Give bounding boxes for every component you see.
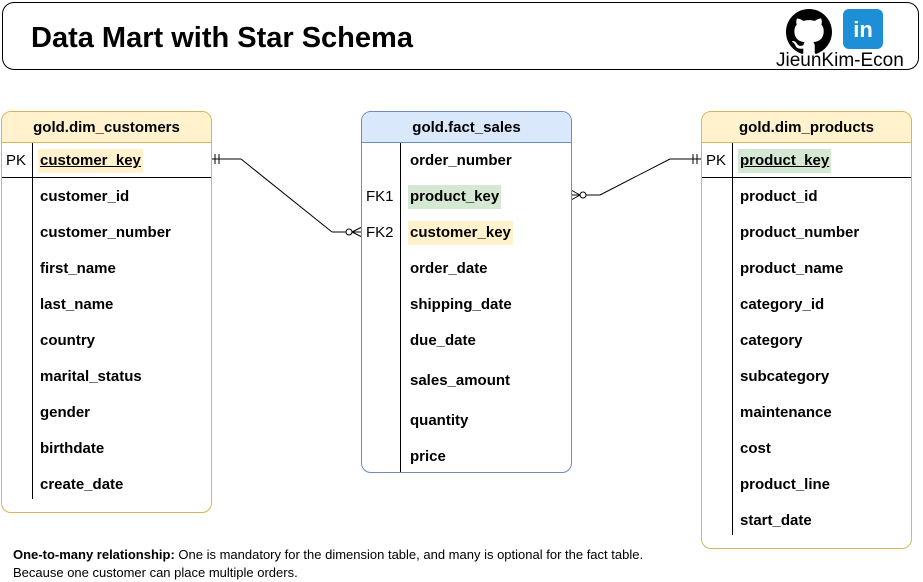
field-name: first_name (40, 260, 116, 277)
fk1-row[interactable]: FK1 product_key (362, 185, 571, 209)
table-title: gold.fact_sales (362, 112, 571, 143)
list-item: price (362, 445, 571, 469)
list-item: order_date (362, 257, 571, 281)
customer-key-field: customer_key (38, 149, 143, 173)
list-item: cost (702, 437, 911, 461)
list-item: product_line (702, 473, 911, 497)
table-title: gold.dim_products (702, 112, 911, 143)
list-item: due_date (362, 329, 571, 353)
fk2-row[interactable]: FK2 customer_key (362, 221, 571, 245)
field-name: gender (40, 404, 91, 421)
field-name: birthdate (40, 440, 105, 457)
field-name: start_date (740, 512, 812, 529)
list-item: first_name (2, 257, 211, 281)
dim-customers-table[interactable]: gold.dim_customers PK customer_key custo… (1, 111, 212, 513)
field-name: product_id (740, 188, 818, 205)
column-divider (732, 143, 733, 535)
pk-separator (702, 177, 911, 178)
field-name: order_date (410, 260, 488, 277)
list-item: country (2, 329, 211, 353)
list-item: product_id (702, 185, 911, 209)
field-name: customer_number (40, 224, 171, 241)
column-divider (32, 143, 33, 499)
field-name: sales_amount (410, 372, 511, 389)
footnote-text: One is mandatory for the dimension table… (13, 547, 644, 580)
dim-products-table[interactable]: gold.dim_products PK product_key product… (701, 111, 912, 549)
field-name: quantity (410, 412, 469, 429)
list-item: last_name (2, 293, 211, 317)
list-item: product_name (702, 257, 911, 281)
field-name: product_name (740, 260, 844, 277)
list-item: category (702, 329, 911, 353)
list-item: category_id (702, 293, 911, 317)
list-item: order_number (362, 149, 571, 173)
fk2-label: FK2 (366, 224, 394, 241)
list-item: quantity (362, 409, 571, 433)
list-item: product_number (702, 221, 911, 245)
pk-label: PK (6, 152, 27, 169)
table-title: gold.dim_customers (2, 112, 211, 143)
github-icon[interactable] (786, 9, 832, 55)
field-name: maintenance (740, 404, 832, 421)
page-title: Data Mart with Star Schema (31, 22, 413, 54)
list-item: marital_status (2, 365, 211, 389)
footnote: One-to-many relationship: One is mandato… (13, 546, 673, 582)
field-name: category (740, 332, 803, 349)
pk-row[interactable]: PK product_key (702, 149, 911, 173)
field-name: product_line (740, 476, 831, 493)
list-item: create_date (2, 473, 211, 497)
field-name: cost (740, 440, 771, 457)
field-name: shipping_date (410, 296, 512, 313)
list-item: subcategory (702, 365, 911, 389)
field-name: create_date (40, 476, 124, 493)
list-item: customer_number (2, 221, 211, 245)
pk-label: PK (706, 152, 727, 169)
author-name: JieunKim-Econ (776, 50, 904, 71)
product-relationship-line (570, 154, 702, 201)
field-name: country (40, 332, 96, 349)
product-key-field: product_key (408, 185, 502, 209)
linkedin-icon[interactable]: in (843, 9, 883, 49)
field-name: subcategory (740, 368, 830, 385)
fact-sales-table[interactable]: gold.fact_sales order_number FK1 product… (361, 111, 572, 473)
title-banner: Data Mart with Star Schema in JieunKim-E… (2, 2, 919, 71)
list-item: start_date (702, 509, 911, 533)
list-item: customer_id (2, 185, 211, 209)
pk-separator (2, 177, 211, 178)
list-item: birthdate (2, 437, 211, 461)
field-name: order_number (410, 152, 512, 169)
list-item: maintenance (702, 401, 911, 425)
footnote-heading: One-to-many relationship: (13, 547, 175, 562)
field-name: marital_status (40, 368, 142, 385)
list-item: gender (2, 401, 211, 425)
list-item: shipping_date (362, 293, 571, 317)
linkedin-label: in (853, 17, 873, 42)
field-name: customer_id (40, 188, 130, 205)
field-name: due_date (410, 332, 476, 349)
field-name: category_id (740, 296, 825, 313)
customer-key-field: customer_key (408, 221, 513, 245)
field-name: last_name (40, 296, 114, 313)
field-name: price (410, 448, 446, 465)
customer-relationship-line (211, 154, 363, 238)
column-divider (400, 143, 401, 472)
list-item: sales_amount (362, 369, 571, 393)
field-name: product_number (740, 224, 860, 241)
product-key-field: product_key (738, 149, 832, 173)
fk1-label: FK1 (366, 188, 394, 205)
pk-row[interactable]: PK customer_key (2, 149, 211, 173)
